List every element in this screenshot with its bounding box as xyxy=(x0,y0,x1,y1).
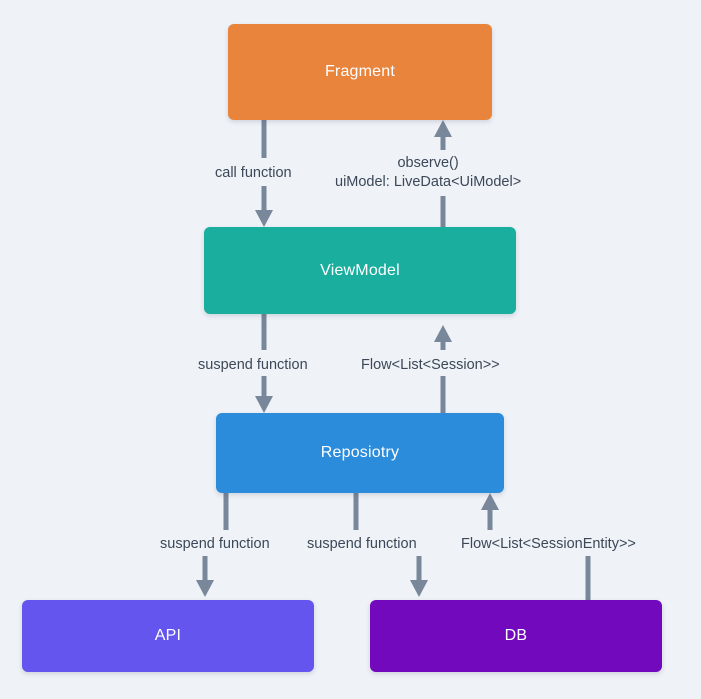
arrowhead-down-icon xyxy=(410,580,428,597)
edge-label-observe-line2: uiModel: LiveData<UiModel> xyxy=(335,174,522,190)
edge-label-flow-list-session-entity: Flow<List<SessionEntity>> xyxy=(457,534,640,555)
node-repository[interactable]: Reposiotry xyxy=(216,413,504,493)
edge-repository-to-db xyxy=(353,493,428,597)
node-db[interactable]: DB xyxy=(370,600,662,672)
edge-label-observe: observe() uiModel: LiveData<UiModel> xyxy=(331,153,526,193)
arrowhead-down-icon xyxy=(255,396,273,413)
edge-db-to-repository xyxy=(481,493,591,600)
edge-repository-to-api xyxy=(196,493,229,597)
arrowhead-up-icon xyxy=(434,120,452,137)
edge-label-suspend-function-viewmodel: suspend function xyxy=(194,355,312,376)
edge-fragment-to-viewmodel xyxy=(255,120,273,227)
node-api-label: API xyxy=(154,627,182,644)
node-viewmodel-label: ViewModel xyxy=(320,261,400,279)
arrowhead-down-icon xyxy=(196,580,214,597)
node-repository-label: Reposiotry xyxy=(320,444,400,461)
node-fragment[interactable]: Fragment xyxy=(228,24,492,120)
arrowhead-down-icon xyxy=(255,210,273,227)
node-viewmodel[interactable]: ViewModel xyxy=(204,227,516,314)
edge-label-suspend-function-api: suspend function xyxy=(156,534,274,555)
node-db-label: DB xyxy=(504,627,528,644)
edge-label-flow-list-session: Flow<List<Session>> xyxy=(357,355,504,376)
edge-label-call-function: call function xyxy=(211,163,296,184)
edge-label-suspend-function-db: suspend function xyxy=(303,534,421,555)
edge-viewmodel-to-fragment xyxy=(434,120,452,227)
edge-repository-to-viewmodel xyxy=(434,325,452,413)
arrowhead-up-icon xyxy=(434,325,452,342)
edge-label-observe-line1: observe() xyxy=(397,155,459,171)
edge-viewmodel-to-repository xyxy=(255,314,273,413)
node-api[interactable]: API xyxy=(22,600,314,672)
node-fragment-label: Fragment xyxy=(324,63,396,80)
arrowhead-up-icon xyxy=(481,493,499,510)
